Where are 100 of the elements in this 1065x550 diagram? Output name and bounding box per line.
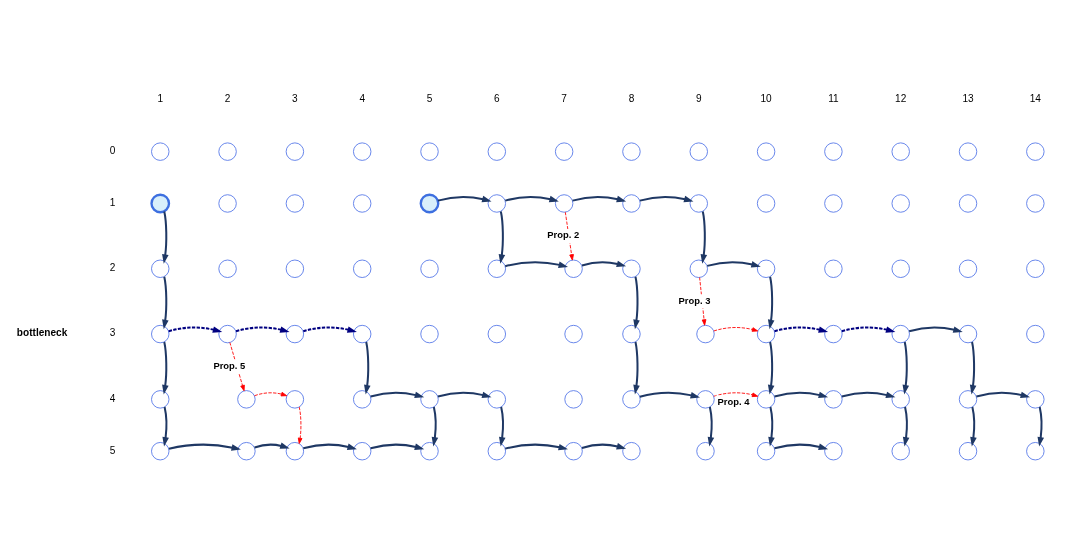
node-circle — [237, 389, 256, 409]
node-circle — [353, 259, 372, 278]
node-circle — [756, 141, 776, 161]
node-circle — [151, 324, 170, 343]
arrow — [370, 391, 425, 398]
node-circle — [696, 324, 715, 343]
node-circle — [487, 441, 506, 460]
node-circle — [353, 141, 372, 161]
node-circle — [218, 324, 237, 343]
node-circle — [487, 389, 506, 409]
node-circle — [487, 259, 506, 278]
arrow — [768, 406, 775, 447]
arrow — [970, 406, 977, 447]
arrow — [1037, 406, 1045, 447]
node-circle — [756, 389, 776, 409]
node-circle — [285, 389, 305, 409]
arrow — [969, 341, 977, 394]
arrow — [504, 260, 568, 268]
arrow — [162, 210, 169, 264]
node-circle — [564, 324, 583, 343]
node-circle — [564, 441, 583, 460]
node-circle — [891, 389, 910, 409]
node-circle — [891, 259, 910, 278]
node-circle — [958, 389, 978, 409]
label: 4 — [109, 392, 116, 404]
arrow — [767, 341, 775, 394]
node-circle — [958, 324, 978, 343]
label: 2 — [224, 92, 231, 104]
label: 2 — [109, 261, 116, 273]
node-circle — [218, 193, 237, 213]
node-circle — [487, 193, 506, 213]
node-circle — [420, 389, 439, 409]
label: 0 — [109, 144, 116, 156]
arrow — [700, 210, 708, 264]
arrow — [572, 195, 627, 202]
node-circle — [218, 141, 237, 161]
node-circle — [824, 389, 843, 409]
node-circle — [285, 259, 305, 278]
arrow — [162, 406, 169, 447]
edge-label: Prop. 2 — [547, 228, 580, 240]
arrow — [504, 443, 568, 450]
arrow — [706, 260, 761, 267]
node-circle — [564, 259, 583, 278]
arrow — [767, 276, 775, 329]
node-circle — [218, 259, 237, 278]
node-circle — [756, 259, 776, 278]
node-circle — [622, 441, 641, 460]
arrow — [254, 442, 290, 449]
node-circle — [1026, 259, 1045, 278]
arrow — [699, 276, 707, 326]
label: 9 — [695, 92, 702, 104]
arrow — [713, 391, 759, 397]
node-circle — [151, 441, 170, 460]
arrow — [841, 325, 896, 333]
node-circle — [150, 193, 171, 213]
node-circle — [958, 441, 978, 460]
node-circle — [1026, 141, 1045, 161]
label: 13 — [962, 92, 974, 104]
node-circle — [353, 324, 372, 343]
arrow — [633, 341, 640, 394]
arrow — [841, 391, 896, 398]
node-circle — [285, 193, 305, 213]
edge-label: Prop. 4 — [717, 395, 750, 407]
label: 6 — [494, 92, 500, 104]
label: 10 — [760, 92, 772, 104]
arrow — [364, 341, 371, 394]
label: 3 — [109, 326, 116, 338]
node-circle — [151, 141, 170, 161]
edge-label: Prop. 3 — [678, 294, 711, 306]
node-circle — [420, 441, 439, 460]
arrow — [639, 195, 694, 202]
node-circle — [420, 259, 439, 278]
arrow — [639, 391, 700, 398]
node-circle — [622, 141, 641, 161]
arrow — [713, 326, 759, 332]
node-circle — [151, 389, 170, 409]
node-circle — [285, 324, 305, 343]
node-circle — [756, 193, 776, 213]
node-circle — [696, 441, 715, 460]
label: 14 — [1029, 92, 1041, 104]
label: 1 — [157, 92, 164, 104]
node-circle — [622, 259, 641, 278]
label: 4 — [359, 92, 365, 104]
node-circle — [151, 259, 170, 278]
arrow — [581, 442, 627, 449]
arrow — [504, 195, 559, 202]
arrow — [437, 391, 492, 398]
arrow — [564, 211, 574, 260]
arrow — [303, 325, 357, 333]
arrow — [235, 325, 290, 333]
arrow — [254, 391, 288, 396]
node-circle — [891, 193, 910, 213]
node-circle — [891, 441, 910, 460]
node-circle — [958, 259, 978, 278]
node-circle — [1026, 389, 1045, 409]
node-circle — [891, 141, 910, 161]
arrow — [168, 325, 223, 333]
node-circle — [353, 389, 372, 409]
node-circle — [353, 441, 372, 460]
arrow — [774, 391, 829, 398]
